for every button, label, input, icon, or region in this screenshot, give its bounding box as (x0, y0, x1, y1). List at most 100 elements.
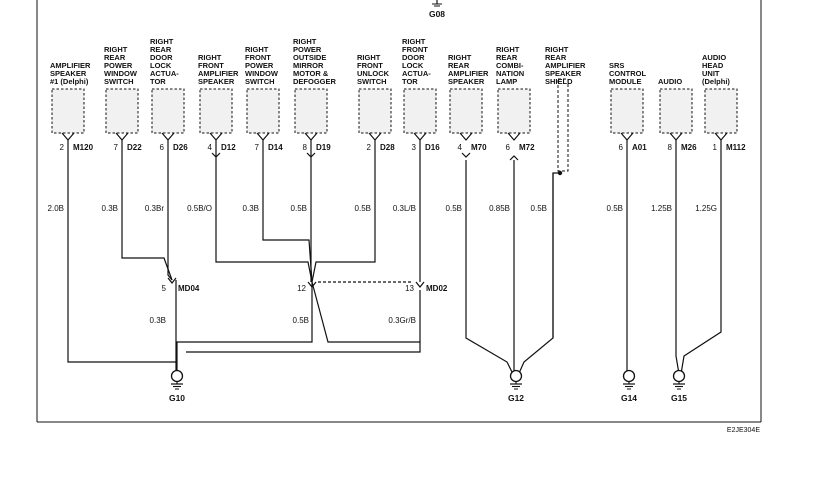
component-box (449, 88, 483, 134)
splice-pin: 13 (405, 284, 414, 293)
component-box (246, 88, 280, 134)
diagram-frame (36, 0, 762, 423)
wire-line (186, 342, 421, 353)
wire-line (311, 140, 376, 283)
component-label-line: RIGHT (104, 45, 128, 54)
terminal-lead (115, 132, 129, 141)
shield-outline (557, 78, 569, 172)
terminal-lead (209, 132, 223, 141)
terminal-lead (61, 132, 75, 141)
splice-chevron-icon (415, 281, 425, 288)
connector-id: D26 (173, 143, 188, 152)
terminal-lead (620, 132, 634, 141)
component-label-line: POWER (245, 61, 274, 70)
component-label-line: REAR (150, 45, 172, 54)
component-label-line: SRS (609, 61, 624, 70)
wire-label: 0.3Br (145, 204, 164, 213)
terminal-lead (459, 132, 473, 141)
component-label-line: UNIT (702, 69, 720, 78)
wire-label: 0.85B (489, 204, 510, 213)
wire-line (67, 140, 177, 363)
component-label-line: RIGHT (198, 53, 222, 62)
component-label-line: SWITCH (104, 77, 134, 86)
splice-12: 12 (297, 284, 306, 293)
component-label-line: FRONT (402, 45, 428, 54)
connector-id: D12 (221, 143, 236, 152)
connector-id: D14 (268, 143, 283, 152)
component-label-line: RIGHT (402, 37, 426, 46)
component-label-line: RIGHT (245, 45, 269, 54)
ground-label: G14 (621, 393, 637, 403)
connector-id: M72 (519, 143, 535, 152)
wire-line (176, 282, 313, 380)
ground-eyelet-icon (170, 369, 184, 383)
connector-id: M112 (726, 143, 746, 152)
component-label-line: #1 (Delphi) (50, 77, 89, 86)
component-label-line: WINDOW (245, 69, 279, 78)
ground-label: G12 (508, 393, 524, 403)
wire-line (465, 160, 517, 381)
component-label-line: AMPLIFIER (545, 61, 586, 70)
splice-pin: 12 (297, 284, 306, 293)
component-box (105, 88, 139, 134)
component-label-line: FRONT (245, 53, 271, 62)
component-label-line: LAMP (496, 77, 517, 86)
component-label-line: REAR (104, 53, 126, 62)
component-label-line: SWITCH (357, 77, 387, 86)
terminal-lead (714, 132, 728, 141)
connector-id: D28 (380, 143, 395, 152)
wire-label: 0.3B (243, 204, 259, 213)
component-label-line: RIGHT (357, 53, 381, 62)
terminal-lead (507, 132, 521, 141)
pin-number: 7 (114, 143, 119, 152)
pin-number: 6 (619, 143, 624, 152)
component-label-line: POWER (104, 61, 133, 70)
component-label-line: MODULE (609, 77, 642, 86)
wire-label: 0.5B (607, 204, 623, 213)
connector-id: D16 (425, 143, 440, 152)
ground-eyelet-icon (509, 369, 523, 383)
component-label-line: SHIELD (545, 77, 573, 86)
component-label-line: MOTOR & (293, 69, 329, 78)
component-label-line: REAR (545, 53, 567, 62)
pin-number: 3 (412, 143, 417, 152)
component-label-line: REAR (448, 61, 470, 70)
ground-g10: G10 (169, 369, 185, 403)
component-label-line: UNLOCK (357, 69, 390, 78)
wire-line (515, 173, 554, 381)
wire-line (675, 140, 681, 381)
wire-label: 0.3B (102, 204, 118, 213)
component-label-line: POWER (293, 45, 322, 54)
component-label-line: AUDIO (658, 77, 682, 86)
splice-chevron-icon (167, 277, 177, 284)
component-label-line: RIGHT (545, 45, 569, 54)
splice-pin: 5 (162, 284, 167, 293)
pin-number: 8 (668, 143, 673, 152)
component-label-line: TOR (150, 77, 166, 86)
wire-label: 2.0B (48, 204, 64, 213)
component-label-line: MIRROR (293, 61, 324, 70)
terminal-lead (256, 132, 270, 141)
component-label-line: AMPLIFIER (448, 69, 489, 78)
wire-line (552, 172, 560, 338)
component-box (51, 88, 85, 134)
connector-chevron-icon (461, 152, 471, 158)
